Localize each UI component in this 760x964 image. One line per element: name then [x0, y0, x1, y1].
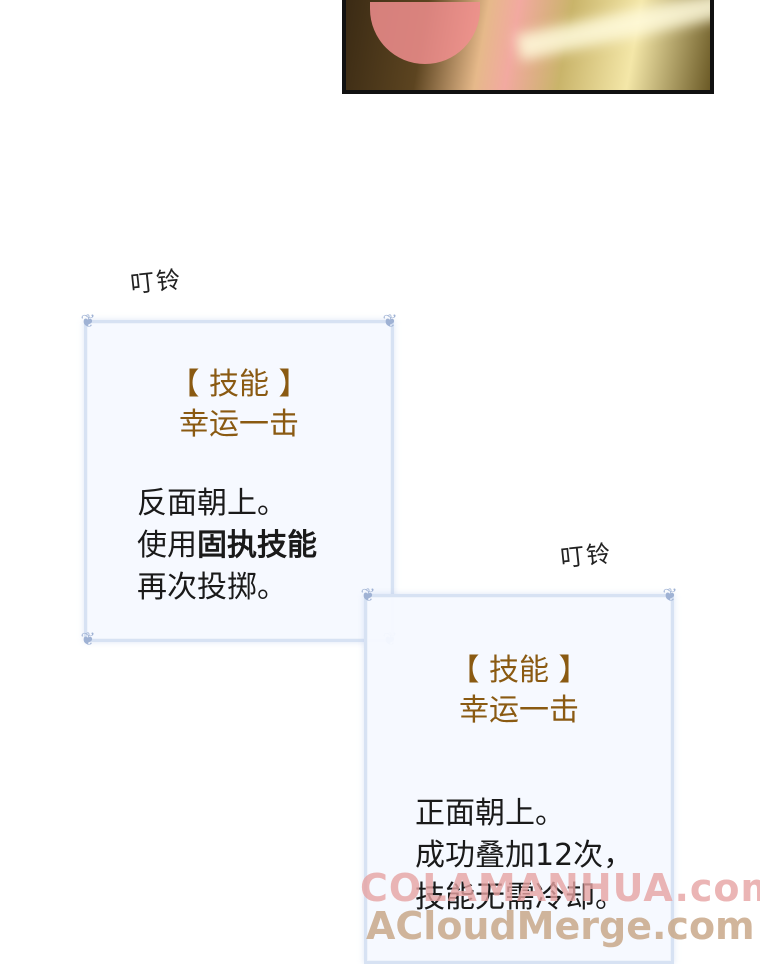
skill-desc-line-2: 使用固执技能 [137, 525, 317, 567]
skill-window-2: ❦ ❦ 【 技能 】 幸运一击 正面朝上。 成功叠加12次， 技能无需冷却。 [360, 585, 678, 964]
skill-desc-line-3: 再次投掷。 [137, 570, 287, 605]
skill-name: 幸运一击 [179, 407, 299, 442]
skill-bracket-label: 【 技能 】 [169, 367, 309, 402]
ornament-icon: ❦ [382, 311, 398, 332]
skill-bracket-label: 【 技能 】 [449, 653, 589, 688]
ornament-icon: ❦ [662, 585, 678, 606]
skill-desc-line-3: 技能无需冷却。 [415, 880, 625, 915]
skill-desc-line-1: 正面朝上。 [415, 796, 565, 831]
panel-artwork-glow [515, 0, 710, 61]
sfx-ding-1: 叮铃 [128, 265, 184, 299]
skill-desc-line-2: 成功叠加12次， [415, 838, 634, 873]
skill-desc-prefix: 使用 [137, 528, 197, 563]
skill-desc-highlight: 固执技能 [197, 528, 317, 563]
comic-panel-top [342, 0, 714, 94]
skill-desc-line-1: 反面朝上。 [137, 486, 287, 521]
ornament-icon: ❦ [80, 311, 96, 332]
watermark-upper: COLAMANHUA.com [360, 866, 760, 910]
skill-name: 幸运一击 [459, 693, 579, 728]
ornament-icon: ❦ [360, 585, 376, 606]
panel-artwork-mouth [370, 2, 480, 64]
ornament-icon: ❦ [80, 629, 96, 650]
skill-window-1: ❦ ❦ ❦ ❦ 【 技能 】 幸运一击 反面朝上。 使用固执技能 再次投掷。 [80, 311, 397, 650]
watermark-lower: ACloudMerge.com [366, 904, 755, 948]
sfx-ding-2: 叮铃 [558, 539, 614, 573]
